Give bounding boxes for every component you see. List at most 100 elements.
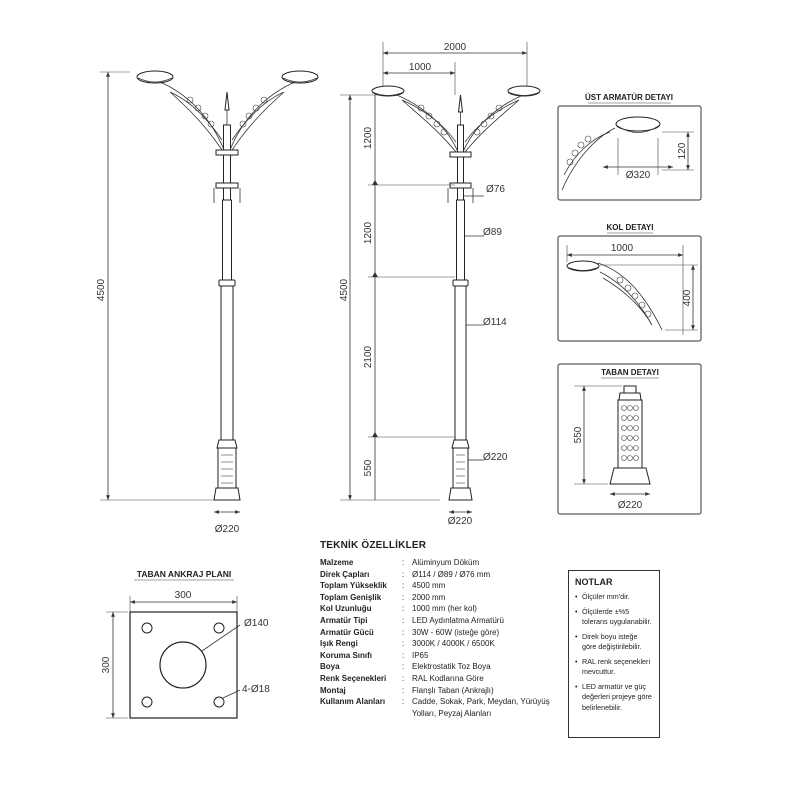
spec-colon: : — [402, 685, 405, 695]
base-height-label: 550 — [573, 426, 584, 443]
lamp-diameter-label: Ø320 — [626, 170, 651, 181]
note-item: • RAL renk seçenekleri mevcuttur. — [575, 657, 653, 678]
note-text: RAL renk seçenekleri mevcuttur. — [582, 656, 651, 677]
right-pole-elevation: 2000 1000 — [339, 42, 541, 527]
spec-label: Toplam Yükseklik — [320, 581, 387, 591]
spec-row: Armatür Gücü:30W - 60W (isteğe göre) — [320, 627, 560, 639]
spec-value: Alüminyum Döküm — [412, 558, 480, 567]
spec-colon: : — [402, 673, 405, 683]
spec-colon: : — [402, 615, 405, 625]
dia-mid-label: Ø89 — [483, 227, 502, 238]
spec-label: Armatür Gücü — [320, 627, 374, 637]
spec-label: Direk Çapları — [320, 569, 370, 579]
spec-label: Işık Rengi — [320, 639, 358, 649]
bullet-icon: • — [575, 606, 578, 616]
spec-colon: : — [402, 627, 405, 637]
anchor-width-label: 300 — [175, 590, 192, 601]
lamp-detail-title: ÜST ARMATÜR DETAYI — [585, 93, 673, 102]
dia-top-label: Ø76 — [486, 184, 505, 195]
spec-colon: : — [402, 697, 405, 707]
note-text: Ölçüler mm'dir. — [582, 592, 630, 601]
spec-value: LED Aydınlatma Armatürü — [412, 615, 504, 625]
spec-colon: : — [402, 581, 405, 591]
base-detail: TABAN DETAYI 550 Ø220 — [557, 363, 702, 515]
anchor-bolts-label: 4-Ø18 — [242, 684, 270, 695]
anchor-bolt — [213, 622, 225, 634]
note-text: LED armatür ve güç değerleri projeye gör… — [582, 681, 652, 712]
spec-label: Toplam Genişlik — [320, 592, 382, 602]
arm-height-label: 400 — [682, 289, 693, 306]
spec-colon: : — [402, 569, 405, 579]
anchor-hole-label: Ø140 — [244, 618, 269, 629]
anchor-bolt — [141, 622, 153, 634]
spec-value: Flanşlı Taban (Ankrajlı) — [412, 685, 494, 695]
spec-row: Malzeme:Alüminyum Döküm — [320, 557, 560, 569]
total-width-label: 2000 — [444, 42, 467, 53]
lamp-height-label: 120 — [677, 142, 688, 159]
spec-row: Işık Rengi:3000K / 4000K / 6500K — [320, 638, 560, 650]
arm-detail-title: KOL DETAYI — [607, 223, 654, 232]
spec-colon: : — [402, 592, 405, 602]
spec-colon: : — [402, 639, 405, 649]
spec-label: Kol Uzunluğu — [320, 604, 372, 614]
anchor-plate — [129, 611, 238, 719]
spec-value: 4500 mm — [412, 581, 446, 591]
right-total-height-label: 4500 — [339, 278, 350, 301]
technical-specs: TEKNİK ÖZELLİKLER Malzeme:Alüminyum Dökü… — [320, 540, 560, 719]
spec-value: 1000 mm (her kol) — [412, 604, 477, 614]
note-item: •Ölçüler mm'dir. — [575, 592, 653, 603]
bullet-icon: • — [575, 656, 578, 666]
note-item: • Direk boyu isteğe göre değiştirilebilir… — [575, 632, 653, 653]
anchor-height-label: 300 — [101, 656, 112, 673]
spec-colon: : — [402, 558, 405, 567]
arm-detail: KOL DETAYI 1000 400 — [557, 223, 702, 342]
spec-colon: : — [402, 604, 405, 614]
spec-value: Elektrostatik Toz Boya — [412, 662, 491, 672]
spec-label: Renk Seçenekleri — [320, 673, 387, 683]
spec-label: Armatür Tipi — [320, 615, 368, 625]
dia-lower-label: Ø114 — [483, 317, 507, 328]
anchor-plan: TABAN ANKRAJ PLANI 300 300 Ø140 4-Ø18 — [101, 569, 270, 719]
spec-value: IP65 — [412, 650, 429, 660]
specs-title: TEKNİK ÖZELLİKLER — [320, 540, 427, 551]
spec-row: Boya:Elektrostatik Toz Boya — [320, 661, 560, 673]
spec-value: RAL Kodlarına Göre — [412, 673, 484, 683]
spec-row: Armatür Tipi: LED Aydınlatma Armatürü — [320, 615, 560, 627]
anchor-center-hole — [159, 641, 207, 689]
left-foot-diameter: Ø220 — [215, 524, 240, 535]
spec-row: Koruma Sınıfı:IP65 — [320, 650, 560, 662]
bullet-icon: • — [575, 631, 578, 641]
anchor-plan-title: TABAN ANKRAJ PLANI — [137, 569, 231, 579]
note-text: Direk boyu isteğe göre değiştirilebilir. — [582, 631, 642, 652]
spec-row: Montaj: Flanşlı Taban (Ankrajlı) — [320, 685, 560, 697]
spec-row: Renk Seçenekleri: RAL Kodlarına Göre — [320, 673, 560, 685]
lamp-detail: ÜST ARMATÜR DETAYI Ø320 120 — [557, 93, 702, 201]
bullet-icon: • — [575, 681, 578, 691]
note-text: Ölçülerde ±%5 tolerans uygulanabilir. — [582, 606, 652, 627]
spec-row: Kullanım Alanları:Cadde, Sokak, Park, Me… — [320, 696, 560, 719]
spec-row: Kol Uzunluğu:1000 mm (her kol) — [320, 603, 560, 615]
seg-mid-label: 1200 — [363, 221, 374, 244]
right-lamp-head — [281, 70, 319, 84]
spec-label: Montaj — [320, 685, 346, 695]
base-diameter-label: Ø220 — [618, 500, 643, 511]
note-item: • LED armatür ve güç değerleri projeye gö… — [575, 682, 653, 714]
total-height-label: 4500 — [96, 278, 107, 301]
pole-mid-segment — [222, 199, 232, 286]
right-foot-diameter: Ø220 — [448, 516, 473, 527]
arm-length-label: 1000 — [409, 62, 432, 73]
seg-lower-label: 2100 — [363, 345, 374, 368]
base-detail-title: TABAN DETAYI — [601, 368, 659, 377]
anchor-bolt — [213, 696, 225, 708]
left-pole-elevation: 4500 — [96, 70, 319, 535]
spec-value: Ø114 / Ø89 / Ø76 mm — [412, 569, 491, 579]
dia-base-label: Ø220 — [483, 452, 508, 463]
spec-colon: : — [402, 650, 405, 660]
left-lamp-head — [136, 70, 174, 84]
spec-value: 3000K / 4000K / 6500K — [412, 639, 495, 649]
spec-row: Toplam Genişlik:2000 mm — [320, 592, 560, 604]
notes-title: NOTLAR — [575, 577, 613, 587]
spec-colon: : — [402, 662, 405, 672]
